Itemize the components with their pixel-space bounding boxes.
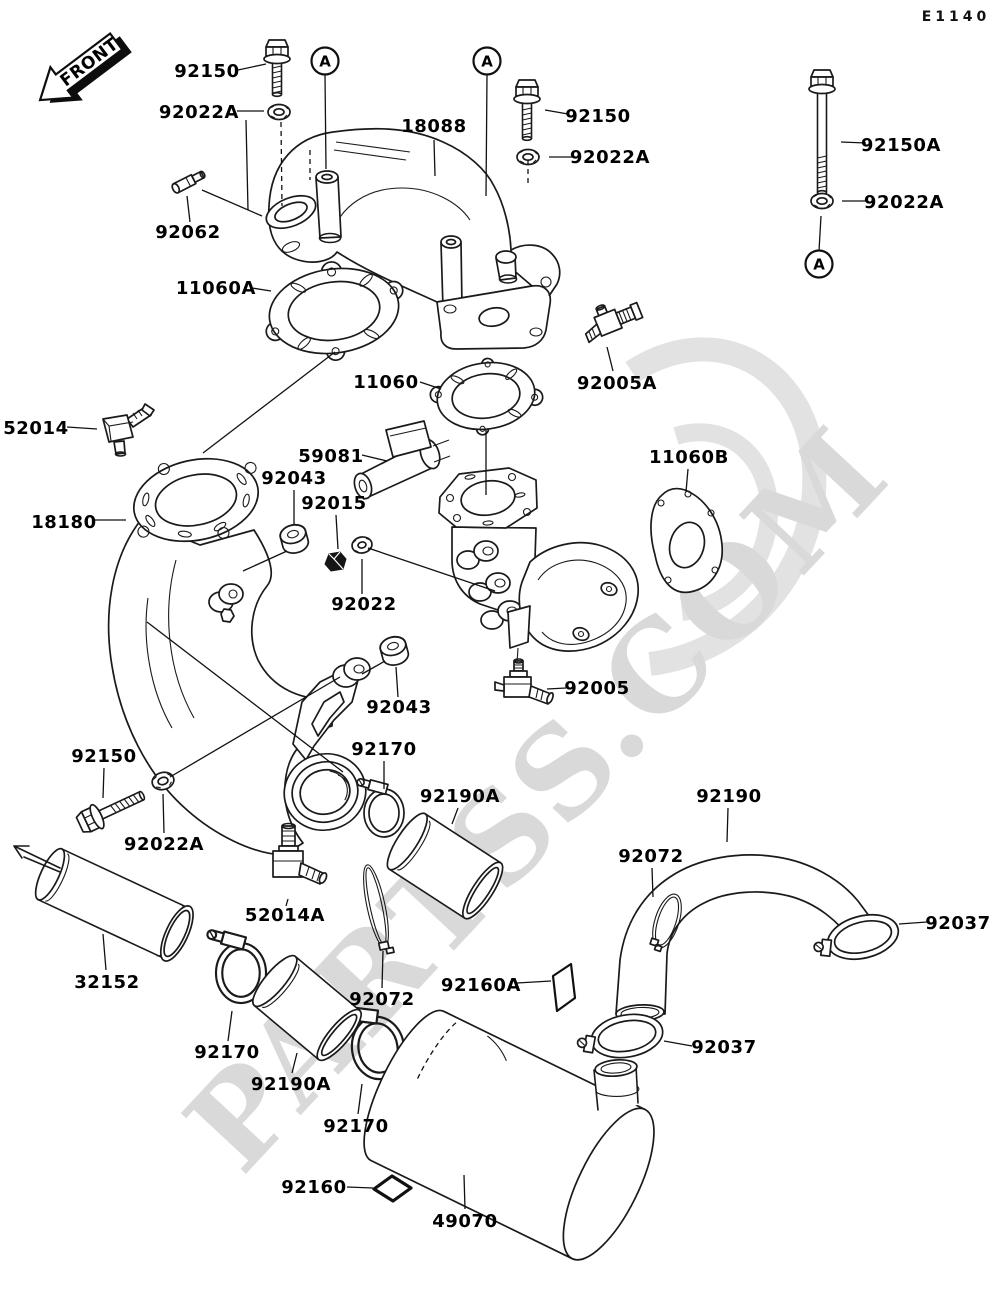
marker-a-1: A [310, 46, 340, 76]
part-labels: E1140 92150 92022A 92062 18088 92150 920… [3, 9, 991, 1232]
part-label-92037-right: 92037 [925, 913, 991, 934]
clamp-icon-92170-upper [356, 777, 405, 838]
bushing-icon-92043-lower [379, 635, 410, 666]
part-label-18180: 18180 [31, 512, 97, 533]
part-label-92005: 92005 [564, 678, 630, 699]
part-label-92160a: 92160A [441, 975, 521, 996]
part-label-92170-bottom: 92170 [323, 1116, 389, 1137]
pipe-upper-ear [208, 583, 244, 623]
part-label-92190: 92190 [696, 786, 762, 807]
marker-a-3-label: A [813, 256, 825, 274]
pin-icon-92062 [171, 170, 206, 194]
assembly-arrow-icon [13, 845, 61, 873]
gasket-icon-11060 [429, 357, 544, 436]
part-label-92190a-lower: 92190A [251, 1074, 331, 1095]
muffler-drawing-49070 [363, 1009, 655, 1261]
hose-icon-92190a-upper [386, 812, 504, 920]
damper-icon-92160a [551, 962, 577, 1013]
nut-icon-92015 [324, 551, 347, 572]
band-clamp-icon-92072-left [363, 864, 395, 955]
holder-drawing [438, 467, 639, 664]
a-markers: A A A [310, 46, 834, 279]
part-label-92015: 92015 [301, 493, 367, 514]
stud-tube-left [315, 170, 342, 244]
damper-icon-92160 [372, 1174, 413, 1203]
part-label-92160: 92160 [281, 1177, 347, 1198]
clamp-icon-92037-right [813, 913, 900, 961]
washer-icon-92022a-top-left [267, 103, 291, 121]
leader-lines [66, 63, 928, 1210]
part-label-18088: 18088 [401, 116, 467, 137]
valve-icon-59081 [353, 420, 451, 500]
manifold-18088-drawing [265, 127, 561, 350]
boss-collar [495, 250, 518, 284]
part-label-92150-top-left: 92150 [174, 61, 240, 82]
bracket-bushing-mount [332, 657, 371, 688]
part-label-92072-right: 92072 [618, 846, 684, 867]
part-label-92022a-right: 92022A [864, 192, 944, 213]
front-direction-arrow: FRONT [38, 31, 132, 103]
bushing-icon-92043-upper [279, 523, 310, 554]
clamp-icon-92170-left [206, 929, 268, 1005]
part-label-92170-upper: 92170 [351, 739, 417, 760]
fitting-icon-92005 [494, 658, 554, 705]
elbow-icon-52014 [102, 403, 155, 457]
gasket-icon-11060a [265, 261, 404, 362]
part-label-92150a: 92150A [861, 135, 941, 156]
stud-tube-right [440, 235, 463, 314]
bolt-icon-92150-top-left [263, 39, 291, 98]
part-label-49070: 49070 [432, 1211, 498, 1232]
clamp-icon-92037-lower [576, 1013, 664, 1059]
marker-a-2: A [472, 46, 502, 76]
part-label-52014: 52014 [3, 418, 69, 439]
marker-a-3: A [804, 249, 834, 279]
part-label-92150-bottom-left: 92150 [71, 746, 137, 767]
part-label-11060a: 11060A [176, 278, 256, 299]
part-label-32152: 32152 [74, 972, 140, 993]
hose-icon-92190a-lower [252, 954, 362, 1062]
part-label-92062: 92062 [155, 222, 221, 243]
washer-icon-92022a-right [810, 192, 834, 210]
part-label-92005a: 92005A [577, 373, 657, 394]
part-label-92022a-top-left: 92022A [159, 102, 239, 123]
part-label-59081: 59081 [298, 446, 364, 467]
part-label-92022a-top-center: 92022A [570, 147, 650, 168]
band-clamp-icon-92072-right [649, 893, 682, 953]
part-label-92043-lower: 92043 [366, 697, 432, 718]
part-label-11060b: 11060B [649, 447, 729, 468]
washer-icon-92022 [351, 536, 373, 554]
part-label-92190a-upper: 92190A [420, 786, 500, 807]
part-label-92022: 92022 [331, 594, 397, 615]
gasket-icon-11060b [650, 487, 724, 594]
marker-a-2-label: A [481, 53, 493, 71]
part-label-92037-lower: 92037 [691, 1037, 757, 1058]
bolt-icon-92150a [808, 69, 836, 196]
part-label-52014a: 52014A [245, 905, 325, 926]
part-label-92150-top-center: 92150 [565, 106, 631, 127]
bolt-icon-92150-top-center [513, 79, 541, 142]
cylinder-top-ring [132, 457, 260, 543]
marker-a-1-label: A [319, 53, 331, 71]
part-label-92072-left: 92072 [349, 989, 415, 1010]
washer-icon-92022a-bottom-left [151, 771, 175, 791]
elbow-icon-52014a [272, 822, 328, 885]
bolt-icon-92150-bottom-left [75, 790, 146, 833]
fitting-icon-92005a [584, 301, 644, 344]
muffler-outlet-pipe [593, 1058, 640, 1112]
muffler-pipe-icon-32152 [34, 847, 194, 962]
diagram-code: E1140 [922, 9, 991, 25]
part-label-92022a-bottom-left: 92022A [124, 834, 204, 855]
part-label-92043-upper: 92043 [261, 468, 327, 489]
exhaust-pipe-18180-drawing [107, 457, 371, 856]
part-label-11060: 11060 [353, 372, 419, 393]
part-label-92170-left: 92170 [194, 1042, 260, 1063]
hidden-lines [280, 121, 529, 207]
